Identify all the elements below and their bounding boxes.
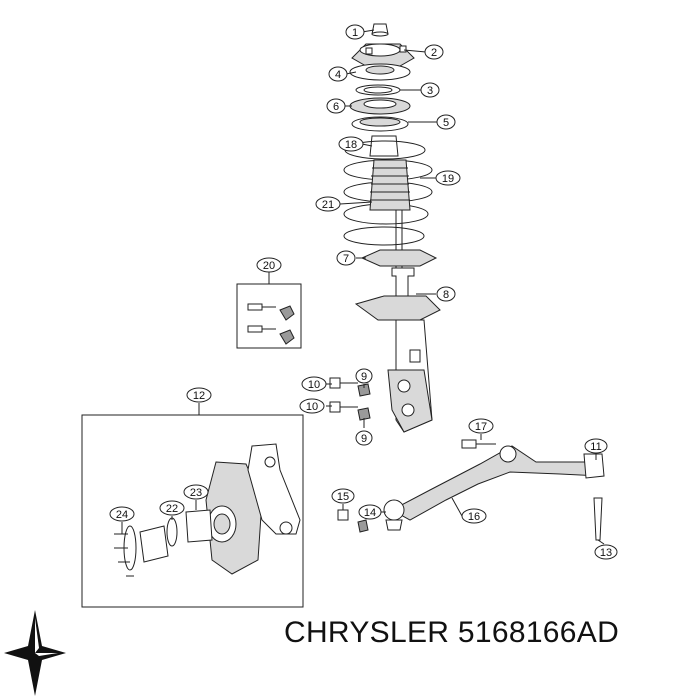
callout-9a: 9 [355, 368, 373, 384]
svg-text:3: 3 [427, 85, 433, 97]
svg-text:10: 10 [308, 379, 320, 391]
callout-18: 18 [338, 136, 364, 152]
callout-20: 20 [256, 257, 282, 273]
svg-text:22: 22 [166, 503, 178, 515]
callout-22: 22 [159, 500, 185, 516]
svg-text:9: 9 [361, 371, 367, 383]
svg-text:23: 23 [190, 487, 202, 499]
svg-text:18: 18 [345, 139, 357, 151]
callout-21: 21 [315, 196, 341, 212]
callouts: 1 2 3 4 5 6 7 8 9 9 10 10 11 12 13 14 15… [109, 24, 618, 560]
callout-12: 12 [186, 387, 212, 403]
svg-text:15: 15 [337, 491, 349, 503]
svg-text:12: 12 [193, 390, 205, 402]
callout-10b: 10 [299, 398, 325, 414]
svg-text:6: 6 [333, 101, 339, 113]
callout-19: 19 [435, 170, 461, 186]
svg-text:16: 16 [468, 511, 480, 523]
svg-text:17: 17 [475, 421, 487, 433]
knuckle-box [81, 403, 304, 608]
svg-text:11: 11 [590, 441, 601, 453]
svg-text:7: 7 [343, 253, 349, 265]
callout-6: 6 [326, 98, 346, 114]
svg-text:14: 14 [364, 507, 376, 519]
callout-17: 17 [468, 418, 494, 434]
callout-10a: 10 [301, 376, 327, 392]
svg-text:9: 9 [361, 433, 367, 445]
callout-11: 11 [584, 438, 608, 454]
svg-text:20: 20 [263, 260, 275, 272]
callout-15: 15 [331, 488, 355, 504]
svg-text:5: 5 [443, 117, 449, 129]
svg-text:2: 2 [431, 47, 437, 59]
callout-23: 23 [183, 484, 209, 500]
svg-text:21: 21 [322, 199, 334, 211]
svg-text:24: 24 [116, 509, 128, 521]
svg-text:8: 8 [443, 289, 449, 301]
callout-16: 16 [461, 508, 487, 524]
strut-bolts [329, 377, 371, 421]
bolt-kit-box [236, 272, 302, 349]
callout-5: 5 [436, 114, 456, 130]
svg-text:1: 1 [352, 27, 358, 39]
chrysler-pentastar-icon [4, 610, 66, 696]
callout-7: 7 [336, 250, 356, 266]
part-number: 5168166AD [457, 616, 620, 649]
callout-24: 24 [109, 506, 135, 522]
callout-14: 14 [358, 504, 382, 520]
svg-text:10: 10 [306, 401, 318, 413]
callout-4: 4 [328, 66, 348, 82]
callout-13: 13 [594, 544, 618, 560]
part-caption: CHRYSLER 5168166AD [284, 616, 694, 666]
callout-8: 8 [436, 286, 456, 302]
brand-name: CHRYSLER [284, 616, 450, 649]
lower-control-arm [337, 439, 605, 541]
callout-1: 1 [345, 24, 365, 40]
svg-text:19: 19 [442, 173, 454, 185]
strut-assembly [343, 23, 441, 433]
svg-text:13: 13 [600, 547, 612, 559]
callout-9b: 9 [355, 430, 373, 446]
callout-3: 3 [420, 82, 440, 98]
svg-text:4: 4 [335, 69, 341, 81]
callout-2: 2 [424, 44, 444, 60]
